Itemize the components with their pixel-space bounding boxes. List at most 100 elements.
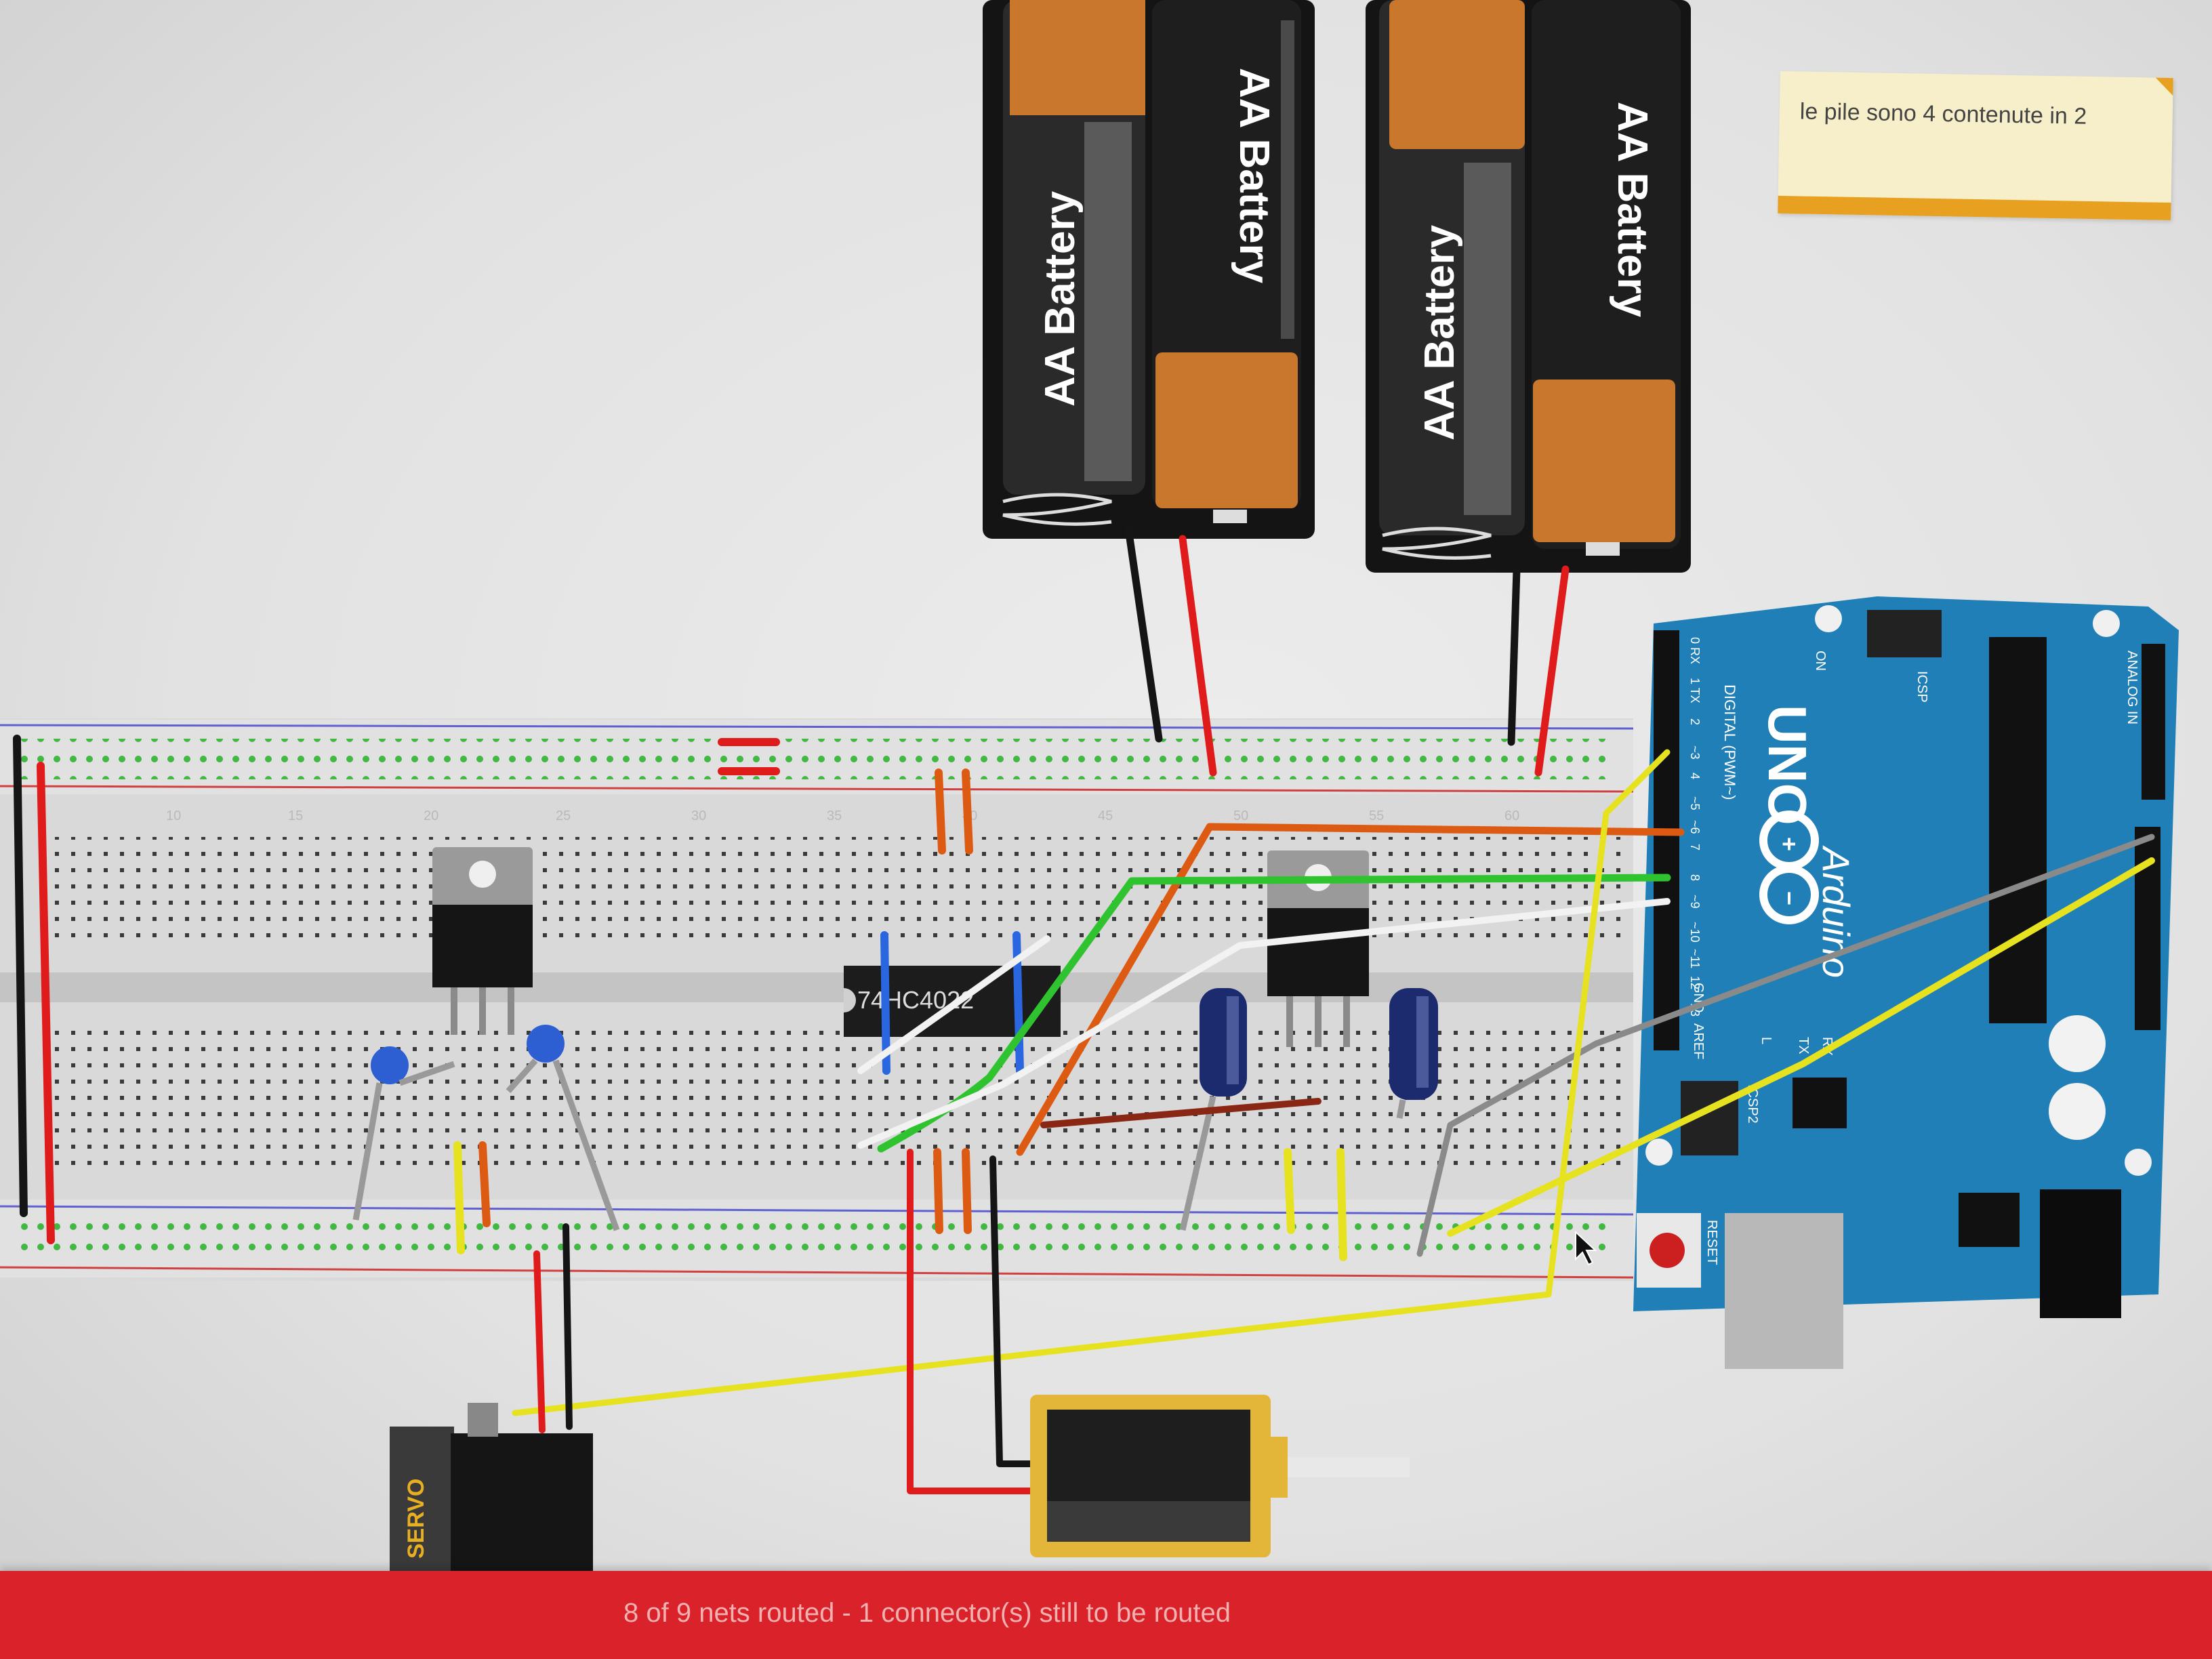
capacitor-leg xyxy=(506,1059,538,1093)
board-chip xyxy=(1793,1078,1847,1128)
top-rail-blue-line xyxy=(0,724,1634,730)
column-number: 20 xyxy=(424,808,438,823)
breadboard[interactable]: 10 15 20 25 30 35 40 45 50 55 60 xyxy=(0,718,1634,1281)
analog-label: ANALOG IN xyxy=(2125,651,2139,724)
mounting-hole xyxy=(1645,1139,1673,1166)
servo-motor[interactable]: SERVO xyxy=(390,1403,593,1572)
regulator-leg xyxy=(1286,996,1293,1047)
wire-brown[interactable] xyxy=(1040,1098,1322,1128)
battery-label: AA Battery xyxy=(1609,102,1656,318)
servo-side xyxy=(390,1427,454,1572)
wire-red[interactable] xyxy=(907,1149,1033,1494)
voltage-regulator-1[interactable] xyxy=(432,847,533,1035)
regulator-body xyxy=(1267,908,1369,996)
wire-black[interactable] xyxy=(562,1223,573,1430)
wire-red[interactable] xyxy=(1179,535,1217,777)
column-number: 15 xyxy=(288,808,303,823)
center-channel xyxy=(0,972,1633,1002)
pin-label: 4 xyxy=(1688,773,1702,779)
pin-label: 8 xyxy=(1688,874,1702,881)
wire-orange[interactable] xyxy=(933,1148,943,1234)
battery-pack-2[interactable]: AA Battery AA Battery xyxy=(1366,0,1691,573)
wire-orange[interactable] xyxy=(935,769,946,855)
column-number: 10 xyxy=(166,808,181,823)
wire-yellow[interactable] xyxy=(1447,857,2155,1237)
wire-red[interactable] xyxy=(1534,565,1570,777)
wire-orange[interactable] xyxy=(962,769,973,855)
wire-orange[interactable] xyxy=(1016,823,1685,1156)
column-number: 55 xyxy=(1369,808,1384,823)
lower-terminal-grid xyxy=(47,1020,1626,1166)
wire-white[interactable] xyxy=(857,935,1050,1074)
battery-label: AA Battery xyxy=(1416,224,1463,441)
regulator-leg xyxy=(1343,996,1350,1047)
wire-blue[interactable] xyxy=(880,931,890,1075)
electrolytic-capacitor-1[interactable] xyxy=(1179,988,1247,1231)
sticky-note[interactable]: le pile sono 4 contenute in 2 xyxy=(1778,70,2173,221)
solenoid[interactable] xyxy=(1030,1395,1410,1557)
capacitor-leg xyxy=(352,1082,383,1221)
pin-label: ~10 xyxy=(1688,922,1702,943)
ceramic-capacitor-2[interactable] xyxy=(506,1025,620,1231)
battery-spring xyxy=(1002,493,1112,526)
arduino-uno[interactable]: ICSP − + UNO Arduino DIGITAL (PWM~) ON A… xyxy=(1633,596,2179,1369)
note-corner-icon xyxy=(2155,77,2173,96)
icsp2-label: ICSP2 xyxy=(1745,1084,1760,1124)
wire-red[interactable] xyxy=(37,762,55,1244)
ic-notch xyxy=(844,988,856,1012)
wire-black[interactable] xyxy=(1507,565,1521,746)
l-label: L xyxy=(1759,1037,1774,1044)
mounting-hole xyxy=(2125,1149,2152,1176)
digital-pin-labels: 0 RX 1 TX 2 ~3 4 ~5 ~6 7 8 ~9 ~10 ~11 12… xyxy=(1688,637,1702,1017)
pin-label: ~3 xyxy=(1688,745,1702,760)
battery-pack-1[interactable]: AA Battery AA Battery xyxy=(983,0,1315,539)
atmega-chip xyxy=(1989,637,2047,1023)
wire-black[interactable] xyxy=(13,735,28,1217)
ceramic-capacitor-1[interactable] xyxy=(352,1046,455,1221)
capacitor-stripe xyxy=(1227,996,1239,1084)
regulator-leg xyxy=(479,987,486,1035)
column-number: 60 xyxy=(1504,808,1519,823)
wire-orange[interactable] xyxy=(962,1148,972,1234)
usb-port xyxy=(1725,1213,1843,1369)
regulator-hole xyxy=(469,861,496,888)
digital-header xyxy=(1654,630,1679,1050)
solenoid-collar xyxy=(1271,1437,1288,1498)
wire-yellow[interactable] xyxy=(512,749,1671,1416)
wire-yellow[interactable] xyxy=(453,1141,465,1254)
wire-yellow[interactable] xyxy=(1336,1148,1347,1261)
on-label: ON xyxy=(1813,651,1828,671)
power-jack xyxy=(2040,1189,2121,1318)
battery-copper-bottom xyxy=(1533,380,1675,542)
arduino-logo: − + xyxy=(1759,811,1819,924)
wire-gray[interactable] xyxy=(1416,834,2155,1257)
capacitor-leg xyxy=(398,1061,455,1086)
wire-white[interactable] xyxy=(857,898,1671,1149)
reset-button-cap[interactable] xyxy=(1650,1233,1685,1268)
pin-label: 7 xyxy=(1688,844,1702,851)
analog-header xyxy=(2142,644,2165,800)
wire-yellow[interactable] xyxy=(1284,1148,1295,1234)
battery-copper-bottom xyxy=(1155,352,1298,508)
pin-label: 2 xyxy=(1688,718,1702,725)
aref-label: AREF xyxy=(1691,1023,1706,1059)
wire-orange[interactable] xyxy=(478,1141,491,1227)
electrolytic-capacitor-2[interactable] xyxy=(1389,988,1438,1119)
wire-black[interactable] xyxy=(989,1155,1037,1467)
battery-copper-top xyxy=(1389,0,1525,149)
pin-label: 1 TX xyxy=(1688,678,1702,703)
digital-label: DIGITAL (PWM~) xyxy=(1721,684,1738,800)
pin-label: ~5 xyxy=(1688,796,1702,811)
wires[interactable] xyxy=(13,525,2155,1494)
bottom-rail-red-line xyxy=(0,1266,1634,1279)
wire-black[interactable] xyxy=(1124,525,1163,743)
wire-red[interactable] xyxy=(533,1250,546,1433)
battery-spring xyxy=(1382,527,1492,560)
capacitor-stripe xyxy=(1416,996,1429,1088)
battery-highlight xyxy=(1084,122,1132,481)
capacitor-leg xyxy=(1396,1099,1406,1119)
icsp-header xyxy=(1867,610,1942,657)
servo-shaft xyxy=(468,1403,498,1437)
svg-text:+: + xyxy=(1775,837,1803,851)
